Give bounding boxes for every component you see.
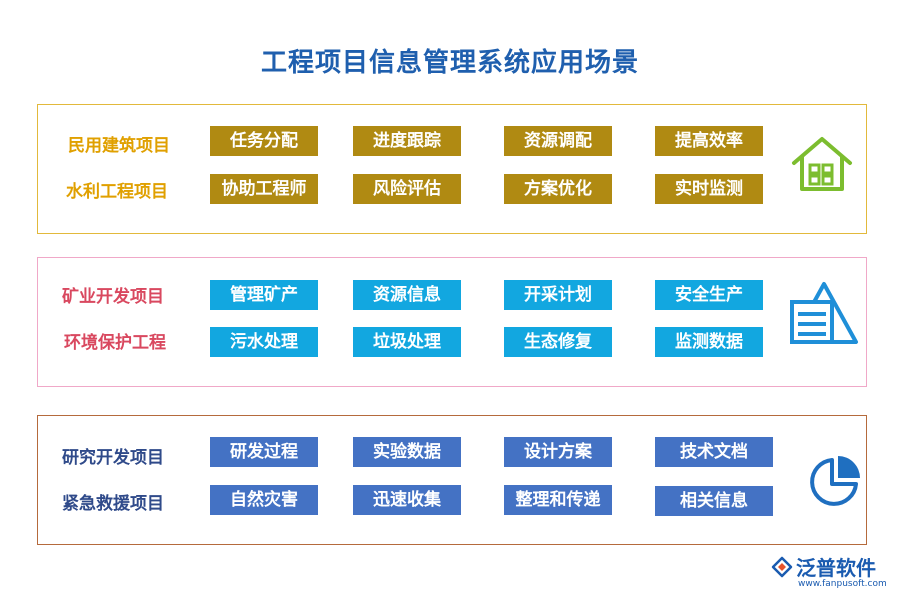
scenario-chip: 实时监测 <box>655 174 763 204</box>
panel-civil-water: 民用建筑项目 水利工程项目 任务分配 进度跟踪 资源调配 提高效率 协助工程师 … <box>37 104 867 234</box>
scenario-chip: 安全生产 <box>655 280 763 310</box>
row-label: 环境保护工程 <box>64 333 166 353</box>
scenario-chip: 技术文档 <box>655 437 773 467</box>
scenario-chip: 研发过程 <box>210 437 318 467</box>
scenario-chip: 协助工程师 <box>210 174 318 204</box>
scenario-chip: 资源信息 <box>353 280 461 310</box>
scenario-chip: 资源调配 <box>504 126 612 156</box>
row-label: 紧急救援项目 <box>62 494 164 514</box>
panel-research-rescue: 研究开发项目 紧急救援项目 研发过程 实验数据 设计方案 技术文档 自然灾害 迅… <box>37 415 867 545</box>
scenario-chip: 进度跟踪 <box>353 126 461 156</box>
scenario-chip: 设计方案 <box>504 437 612 467</box>
row-label: 水利工程项目 <box>66 182 168 202</box>
row-label: 民用建筑项目 <box>68 136 170 156</box>
scenario-chip: 风险评估 <box>353 174 461 204</box>
scenario-chip: 生态修复 <box>504 327 612 357</box>
scenario-chip: 开采计划 <box>504 280 612 310</box>
scenario-chip: 相关信息 <box>655 486 773 516</box>
fanpu-logo-icon <box>771 556 793 578</box>
scenario-chip: 自然灾害 <box>210 485 318 515</box>
scenario-chip: 污水处理 <box>210 327 318 357</box>
scenario-chip: 监测数据 <box>655 327 763 357</box>
scenario-chip: 方案优化 <box>504 174 612 204</box>
scenario-chip: 迅速收集 <box>353 485 461 515</box>
panel-mining-environment: 矿业开发项目 环境保护工程 管理矿产 资源信息 开采计划 安全生产 污水处理 垃… <box>37 257 867 387</box>
page-title: 工程项目信息管理系统应用场景 <box>260 48 639 78</box>
pie-chart-icon <box>810 456 860 506</box>
scenario-chip: 管理矿产 <box>210 280 318 310</box>
pyramid-icon <box>790 282 858 344</box>
scenario-chip: 整理和传递 <box>504 485 612 515</box>
house-icon <box>792 137 852 191</box>
row-label: 研究开发项目 <box>62 448 164 468</box>
scenario-chip: 提高效率 <box>655 126 763 156</box>
scenario-chip: 任务分配 <box>210 126 318 156</box>
fanpu-logo: 泛普软件 www.fanpusoft.com <box>768 552 892 596</box>
row-label: 矿业开发项目 <box>62 287 164 307</box>
scenario-chip: 垃圾处理 <box>353 327 461 357</box>
logo-url: www.fanpusoft.com <box>798 579 887 589</box>
scenario-chip: 实验数据 <box>353 437 461 467</box>
logo-name: 泛普软件 <box>796 556 876 580</box>
